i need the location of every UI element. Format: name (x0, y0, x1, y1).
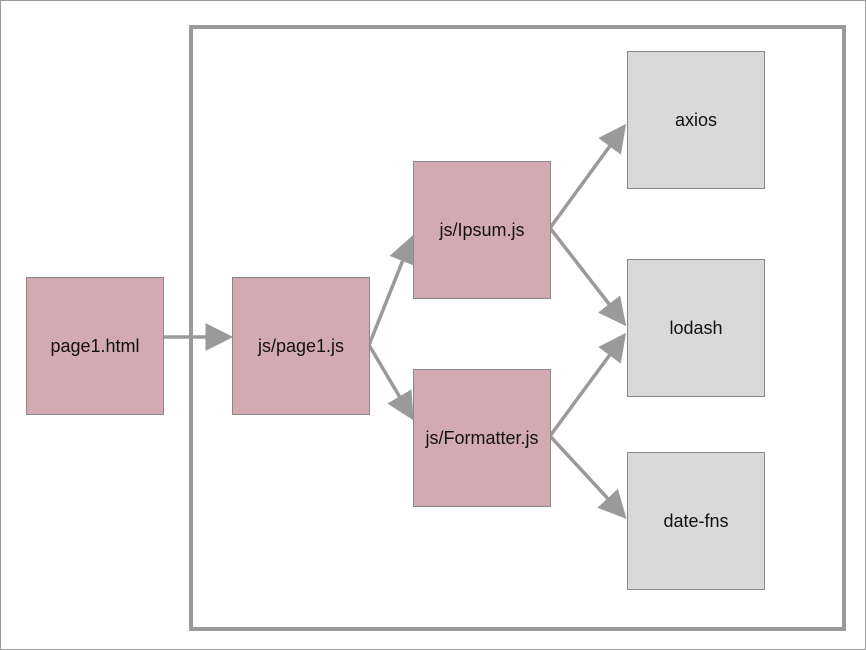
node-label: js/page1.js (257, 335, 345, 356)
edge-ipsum-axios (548, 123, 627, 230)
node-axios: axios (627, 51, 765, 189)
edge-page1js-ipsum (367, 235, 416, 346)
edge-ipsum-lodash (548, 226, 627, 327)
edge-formatter-lodash (548, 332, 627, 438)
edge-formatter-datefns (548, 434, 627, 519)
edge-page1js-formatter (367, 344, 414, 421)
node-ipsum-js: js/Ipsum.js (413, 161, 551, 299)
node-page1-js: js/page1.js (232, 277, 370, 415)
node-label: lodash (669, 317, 723, 338)
node-label: page1.html (50, 335, 140, 356)
node-label: js/Formatter.js (425, 427, 539, 448)
node-lodash: lodash (627, 259, 765, 397)
node-label: js/Ipsum.js (439, 219, 525, 240)
node-label: axios (674, 109, 718, 130)
node-label: date-fns (663, 510, 729, 531)
node-page1-html: page1.html (26, 277, 164, 415)
node-formatter-js: js/Formatter.js (413, 369, 551, 507)
node-date-fns: date-fns (627, 452, 765, 590)
